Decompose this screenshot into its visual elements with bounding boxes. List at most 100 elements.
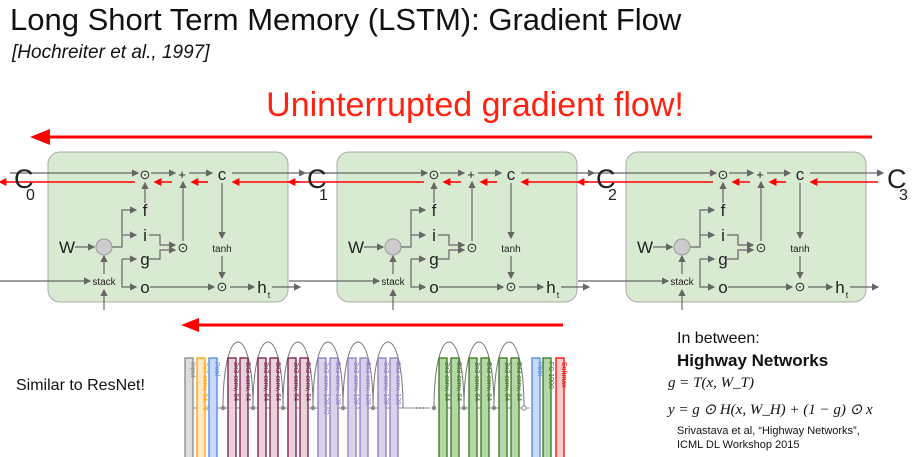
- layer-label: 7x7 conv, 64, /2: [201, 362, 208, 411]
- g-to-mul: [727, 246, 755, 260]
- gate-o: o: [718, 278, 727, 297]
- gradient-arrowhead-bottom: [181, 318, 199, 332]
- junction-node: [250, 405, 256, 411]
- layer-label: 3x3 conv, 64: [455, 362, 462, 401]
- resnet-ellipsis: ⋯: [415, 403, 425, 414]
- layer-label: 3x3 conv, 64: [473, 362, 480, 401]
- lstm-cell-box: [625, 151, 867, 303]
- resnet-layer: 3x3 conv, 64: [227, 357, 239, 457]
- resnet-layer: 3x3 conv, 64: [510, 357, 522, 457]
- add-node: +: [467, 167, 475, 182]
- cell-state-label: c: [507, 165, 516, 184]
- gate-g: g: [140, 250, 149, 269]
- stack-label: stack: [92, 277, 116, 288]
- f-branch: [690, 206, 716, 248]
- layer-block: [468, 357, 478, 457]
- cell-state-letter: C: [596, 164, 616, 194]
- i-to-mul: [438, 234, 466, 249]
- layer-label: 3x3 conv, 128: [352, 362, 359, 405]
- layer-block: [196, 357, 206, 457]
- highway-equation-output: y = g ⊙ H(x, W_H) + (1 − g) ⊙ x: [668, 402, 873, 418]
- layer-block: [287, 357, 297, 457]
- layer-block: [498, 357, 508, 457]
- layer-block: [510, 357, 520, 457]
- resnet-layer: 3x3 conv, 64: [287, 357, 299, 457]
- layer-block: [317, 357, 327, 457]
- input-multiply: ⊙: [467, 240, 478, 255]
- resnet-label: Similar to ResNet!: [16, 377, 145, 394]
- tanh-label: tanh: [790, 244, 809, 255]
- skip-connection: [282, 341, 314, 409]
- weight-node: [384, 238, 402, 256]
- layer-label: Pool: [536, 362, 543, 376]
- junction-node: [220, 405, 226, 411]
- hidden-label: h: [546, 278, 555, 297]
- skip-connection: [342, 341, 374, 409]
- cell-state-subscript: 1: [319, 187, 328, 204]
- layer-block: [531, 357, 541, 457]
- gate-f: f: [432, 201, 437, 220]
- skip-connection: [493, 341, 525, 409]
- gradient-arrowhead-top: [30, 129, 50, 145]
- layer-block: [555, 357, 565, 457]
- resnet-layer: 3x3 conv, 64: [498, 357, 510, 457]
- junction-node: [431, 405, 437, 411]
- resnet-layer: Pool: [208, 357, 220, 457]
- layer-label: 3x3 conv, 128: [364, 362, 371, 405]
- cell-state-0: C0: [14, 164, 35, 204]
- o-branch: [121, 259, 138, 291]
- add-node: +: [756, 167, 764, 182]
- cell-state-2: C2: [596, 164, 617, 204]
- gate-f: f: [721, 201, 726, 220]
- skip-connection: [252, 341, 284, 409]
- skip-connection: [222, 341, 254, 409]
- junction-node: [340, 405, 346, 411]
- cell-state-letter: C: [307, 164, 327, 194]
- cell-state-letter: C: [14, 164, 34, 194]
- lstm-cell-box: [47, 151, 289, 303]
- junction-node: [461, 405, 467, 411]
- gate-o: o: [140, 278, 149, 297]
- resnet-layer: FC 1000: [542, 357, 554, 457]
- resnet-layer: 3x3 conv, 128: [359, 357, 371, 457]
- resnet-layer: Pool: [531, 357, 543, 457]
- weight-label: W: [59, 238, 75, 257]
- cell-state-1: C1: [307, 164, 328, 204]
- layer-block: [438, 357, 448, 457]
- layer-label: 3x3 conv, 64: [292, 362, 299, 401]
- resnet-layer: 3x3 conv, 64: [468, 357, 480, 457]
- layer-block: [377, 357, 387, 457]
- cell-state-3: C3: [887, 164, 908, 204]
- gate-g: g: [429, 250, 438, 269]
- skip-connection: [372, 341, 404, 409]
- hidden-label: h: [257, 278, 266, 297]
- weight-label: W: [637, 238, 653, 257]
- hidden-subscript: t: [846, 290, 849, 300]
- headline: Uninterrupted gradient flow!: [266, 86, 684, 124]
- highway-title: Highway Networks: [677, 351, 829, 370]
- citation: [Hochreiter et al., 1997]: [12, 42, 210, 63]
- o-branch: [699, 259, 716, 291]
- i-to-mul: [149, 234, 177, 249]
- add-node: +: [178, 167, 186, 182]
- lstm-cell-box: [336, 151, 578, 303]
- resnet-layer: 3x3 conv, 64: [239, 357, 251, 457]
- skip-connection: [312, 341, 344, 409]
- junction-node: [370, 405, 376, 411]
- layer-label: 3x3 conv, 64: [485, 362, 492, 401]
- forget-multiply: ⊙: [140, 167, 151, 182]
- g-to-mul: [149, 246, 177, 260]
- resnet-layer: 3x3 conv, 64: [299, 357, 311, 457]
- weight-node: [95, 238, 113, 256]
- resnet-layer: Softmax: [555, 357, 567, 457]
- layer-label: 3x3 conv, 64: [515, 362, 522, 401]
- resnet-layer: 3x3 conv, 64: [438, 357, 450, 457]
- junction-node: [310, 405, 316, 411]
- slide-title: Long Short Term Memory (LSTM): Gradient …: [10, 2, 682, 37]
- gate-g: g: [718, 250, 727, 269]
- cell-state-letter: C: [887, 164, 907, 194]
- hidden-label: h: [835, 278, 844, 297]
